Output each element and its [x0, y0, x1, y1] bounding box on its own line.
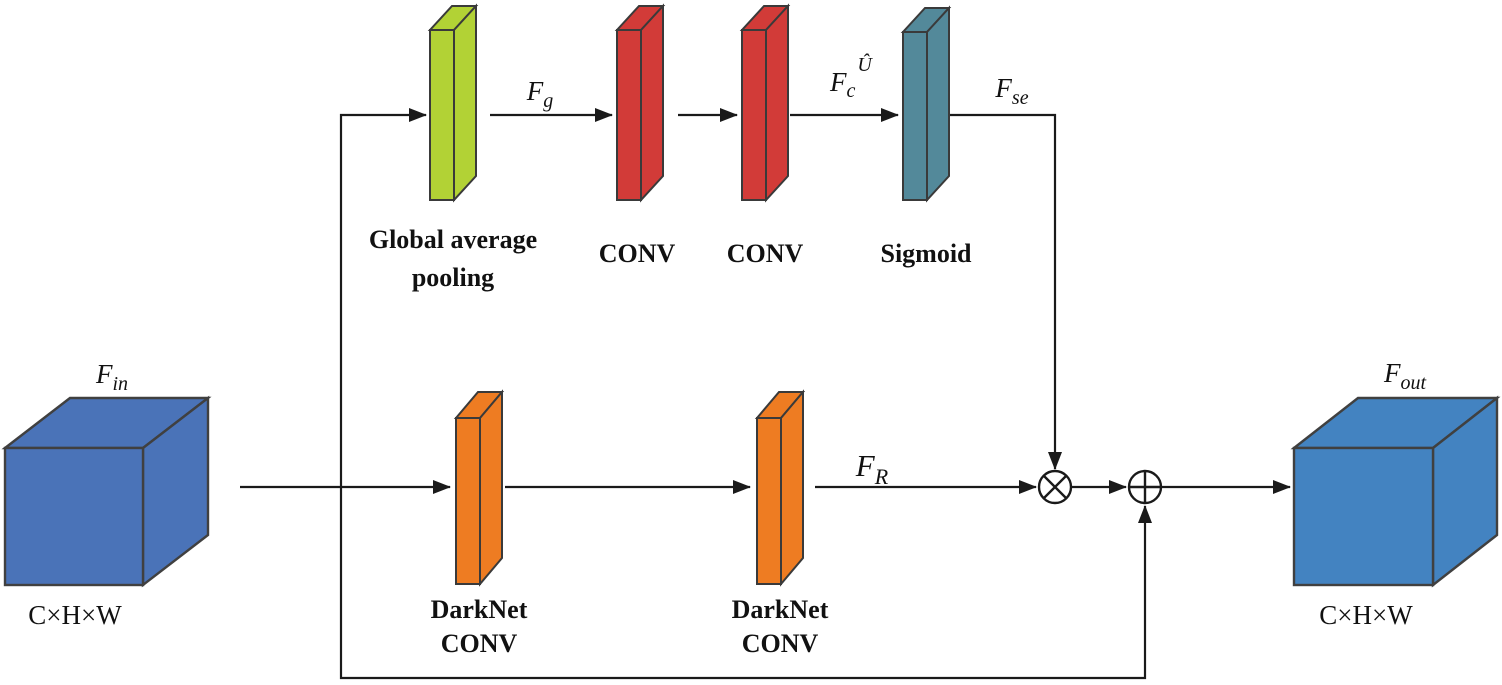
darknet1-slab — [453, 389, 505, 587]
gap-caption-line2: pooling — [412, 263, 494, 292]
darknet1-caption-line2: CONV — [441, 629, 518, 658]
darknet1-slab-front — [455, 417, 481, 585]
output-dims-label: C×H×W — [1319, 600, 1413, 630]
darknet1-slab-side — [479, 389, 503, 587]
conv1-slab-front — [616, 29, 642, 201]
edge-skip-connection — [339, 487, 1152, 680]
edge-label-fc: FcÛ — [829, 52, 873, 102]
sigmoid-slab-side — [926, 5, 950, 203]
input-label: Fin — [95, 359, 128, 395]
conv2-slab-front — [741, 29, 767, 201]
edge-label-fr: FR — [855, 448, 889, 489]
gap-slab — [427, 3, 479, 203]
output-cube — [1290, 395, 1501, 588]
edge-label-fse: Fse — [994, 73, 1028, 109]
gap-caption-line1: Global average — [369, 225, 537, 254]
conv1-caption: CONV — [599, 239, 676, 268]
multiply-cross-icon — [1043, 475, 1067, 499]
sigmoid-caption: Sigmoid — [880, 239, 972, 268]
gap-slab-front — [429, 29, 455, 201]
darknet2-caption-line1: DarkNet — [732, 595, 829, 624]
multiply-node — [1037, 469, 1073, 505]
darknet2-caption-line2: CONV — [742, 629, 819, 658]
conv2-slab — [739, 3, 791, 203]
gap-slab-side — [453, 3, 477, 203]
sigmoid-slab-front — [902, 31, 928, 201]
add-node — [1127, 469, 1163, 505]
sigmoid-slab — [900, 5, 952, 203]
conv1-slab — [614, 3, 666, 203]
edge-label-fg: Fg — [526, 76, 554, 112]
conv1-slab-side — [640, 3, 664, 203]
darknet2-slab-side — [780, 389, 804, 587]
input-cube — [1, 395, 212, 588]
darknet1-caption-line1: DarkNet — [431, 595, 528, 624]
conv2-slab-side — [765, 3, 789, 203]
conv2-caption: CONV — [727, 239, 804, 268]
edge-branch-to-gap — [339, 108, 427, 487]
darknet2-slab — [754, 389, 806, 587]
input-dims-label: C×H×W — [28, 600, 122, 630]
darknet2-slab-front — [756, 417, 782, 585]
add-plus-icon — [1129, 471, 1161, 503]
output-label: Fout — [1383, 358, 1427, 394]
output-cube-front-face — [1292, 446, 1435, 587]
input-cube-front-face — [3, 446, 145, 587]
edge-sigmoid-to-multiply — [950, 113, 1062, 470]
